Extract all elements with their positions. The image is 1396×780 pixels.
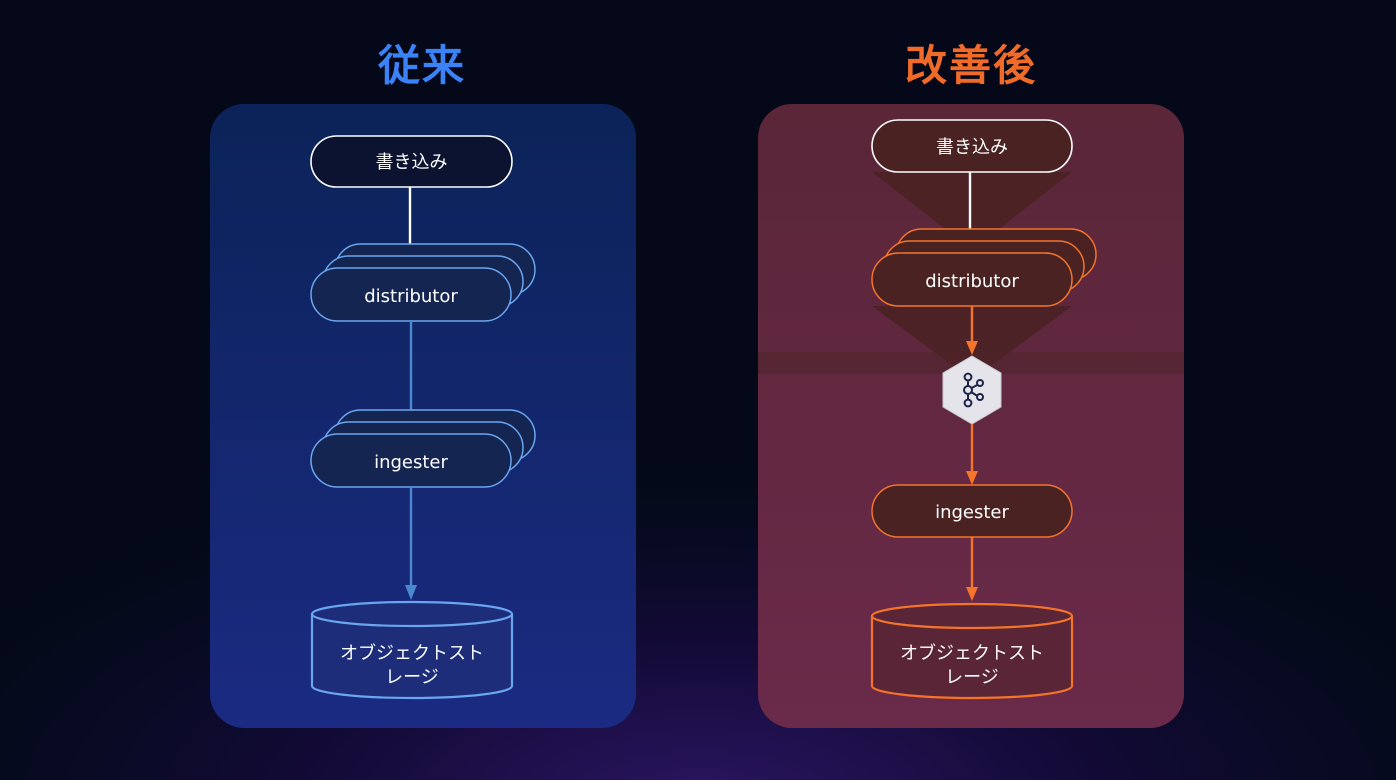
ingester-node-after: ingester xyxy=(871,484,1073,538)
storage-label-after-line1: オブジェクトスト xyxy=(900,642,1044,664)
storage-cylinder-before: オブジェクトスト レージ xyxy=(310,600,514,700)
storage-cylinder-after: オブジェクトスト レージ xyxy=(870,602,1074,700)
kafka-icon xyxy=(942,355,1002,425)
distributor-node-before: distributor xyxy=(310,243,536,322)
panel-after: 書き込み distributor xyxy=(758,104,1184,728)
ingester-label-before: ingester xyxy=(374,452,448,473)
panel-before: 書き込み distributor ingester オブジェ xyxy=(210,104,636,728)
write-label-after: 書き込み xyxy=(936,137,1008,158)
write-node-before: 書き込み xyxy=(310,135,513,188)
ingester-node-before: ingester xyxy=(310,409,536,488)
storage-label-before-line1: オブジェクトスト xyxy=(340,642,484,664)
distributor-label-before: distributor xyxy=(364,286,458,307)
title-after: 改善後 xyxy=(904,41,1037,90)
distributor-node-after: distributor xyxy=(871,228,1097,307)
write-node-after: 書き込み xyxy=(871,119,1073,173)
ingester-label-after: ingester xyxy=(935,502,1009,523)
write-label-before: 書き込み xyxy=(376,152,448,173)
distributor-label-after: distributor xyxy=(925,271,1019,292)
storage-label-before-line2: レージ xyxy=(385,667,439,688)
storage-label-after-line2: レージ xyxy=(945,667,999,688)
title-before: 従来 xyxy=(377,41,466,90)
